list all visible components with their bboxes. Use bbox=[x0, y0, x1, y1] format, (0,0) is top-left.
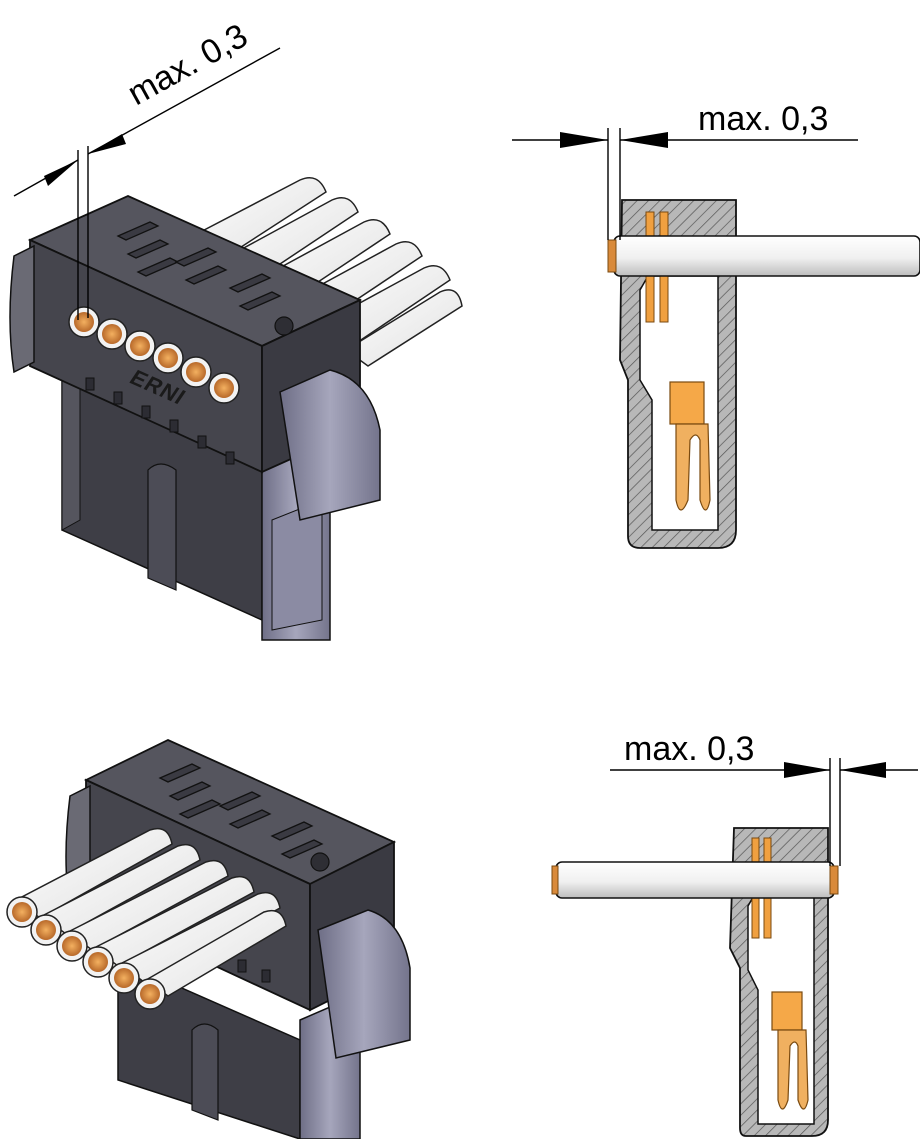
wire-section-bottom bbox=[555, 861, 835, 899]
wire-bundle-bottom bbox=[14, 827, 287, 997]
dimension-bottom-right: max. 0,3 bbox=[610, 730, 918, 866]
connector-3d-bottom bbox=[6, 739, 411, 1139]
dim-label-bottom-right: max. 0,3 bbox=[624, 730, 754, 768]
wire-ends-bottom bbox=[6, 896, 166, 1010]
section-view-bottom bbox=[551, 827, 839, 1137]
wire-ends-top bbox=[68, 306, 240, 404]
wire-section-top bbox=[613, 235, 920, 277]
dim-label-top-right: max. 0,3 bbox=[698, 100, 828, 138]
dimension-top-right: max. 0,3 bbox=[512, 100, 858, 240]
section-view-top bbox=[607, 199, 920, 549]
